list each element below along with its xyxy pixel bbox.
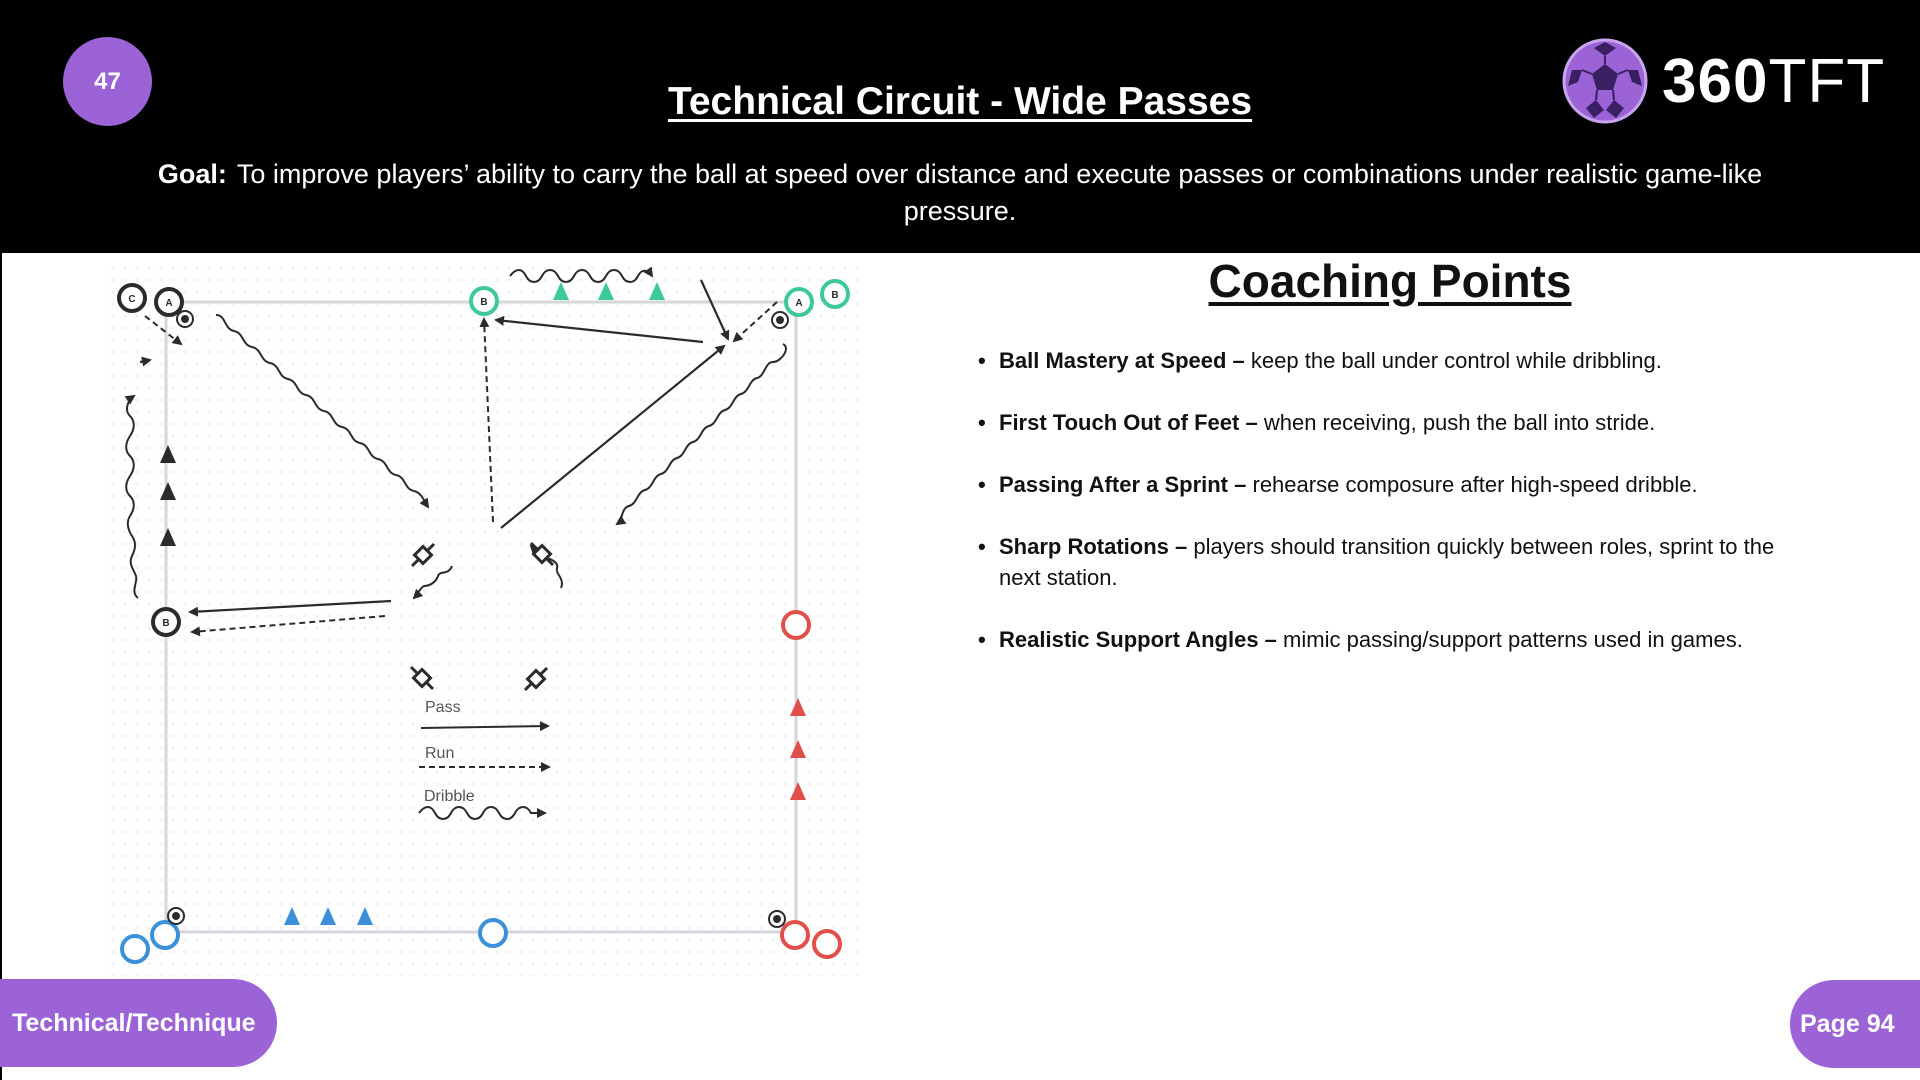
run-arrow <box>479 317 494 523</box>
legend-pass-label: Pass <box>425 699 461 716</box>
cone-red <box>790 740 806 758</box>
mannequin-icon <box>529 541 555 567</box>
dribble-arrow <box>615 343 787 526</box>
soccer-ball-icon <box>1562 38 1648 124</box>
drill-diagram: C A B A B B Pass Run <box>107 262 867 976</box>
player-label: A <box>165 298 172 309</box>
ball-icon <box>167 907 185 925</box>
player-red <box>812 929 842 959</box>
cone-green <box>649 282 665 300</box>
dribble-arrow <box>412 565 453 600</box>
dribble-arrow <box>124 394 139 599</box>
pass-arrow <box>139 356 152 367</box>
dribble-arrow <box>509 266 654 283</box>
player-blue <box>150 920 180 950</box>
list-item: Ball Mastery at Speed – keep the ball un… <box>978 345 1818 376</box>
coaching-point-text: when receiving, push the ball into strid… <box>1263 410 1656 435</box>
coaching-point-label: First Touch Out of Feet – <box>999 410 1258 435</box>
ball-icon <box>771 311 789 329</box>
player-b-black <box>151 607 181 637</box>
pass-arrow <box>699 279 730 341</box>
cone-green <box>598 282 614 300</box>
mannequin-icon <box>409 665 435 691</box>
player-label: C <box>128 294 135 305</box>
player-red <box>780 920 810 950</box>
list-item: Realistic Support Angles – mimic passing… <box>978 624 1818 655</box>
session-number-badge: 47 <box>63 37 152 126</box>
cone-blue <box>320 907 336 925</box>
mannequin-icon <box>523 666 549 692</box>
cone-black <box>160 482 176 500</box>
coaching-point-text: rehearse composure after high-speed drib… <box>1252 472 1698 497</box>
coaching-points-list: Ball Mastery at Speed – keep the ball un… <box>978 345 1818 686</box>
page-border <box>0 253 2 1080</box>
coaching-point-text: keep the ball under control while dribbl… <box>1250 348 1662 373</box>
dribble-arrow <box>215 314 430 509</box>
ball-icon <box>768 910 786 928</box>
coaching-point-label: Sharp Rotations – <box>999 534 1188 559</box>
page-title: Technical Circuit - Wide Passes <box>667 80 1253 123</box>
category-tag: Technical/Technique <box>0 979 277 1067</box>
player-blue <box>478 918 508 948</box>
list-item: Passing After a Sprint – rehearse compos… <box>978 469 1818 500</box>
cone-black <box>160 528 176 546</box>
legend-run-label: Run <box>425 745 454 762</box>
coaching-points-title: Coaching Points <box>1208 255 1572 307</box>
brand-logo: 360TFT <box>1560 36 1890 126</box>
player-b-green <box>469 286 499 316</box>
coaching-point-text: mimic passing/support patterns used in g… <box>1283 627 1743 652</box>
pass-arrow <box>188 599 392 617</box>
run-arrow <box>144 315 183 346</box>
player-blue <box>120 934 150 964</box>
logo-text-bold: 360 <box>1662 47 1769 116</box>
coaching-point-label: Realistic Support Angles – <box>999 627 1277 652</box>
player-c-black <box>117 283 147 313</box>
player-red <box>781 610 811 640</box>
mannequin-icon <box>410 542 436 568</box>
coaching-point-label: Passing After a Sprint – <box>999 472 1247 497</box>
player-label: B <box>831 290 838 301</box>
cone-red <box>790 782 806 800</box>
list-item: Sharp Rotations – players should transit… <box>978 531 1818 593</box>
logo-text-thin: TFT <box>1768 47 1886 116</box>
ball-icon <box>176 310 194 328</box>
cone-black <box>160 445 176 463</box>
coaching-point-label: Ball Mastery at Speed – <box>999 348 1245 373</box>
legend-dribble-line <box>418 806 547 820</box>
header-bar: 47 Technical Circuit - Wide Passes Goal:… <box>0 0 1920 253</box>
brand-logo-text: 360TFT <box>1662 46 1885 117</box>
player-label: B <box>162 618 169 629</box>
player-a-green <box>784 287 814 317</box>
coaching-point-text: players should transition quickly betwee… <box>999 534 1775 590</box>
cone-blue <box>284 907 300 925</box>
diagram-legend: Pass Run Dribble <box>418 699 551 820</box>
list-item: First Touch Out of Feet – when receiving… <box>978 407 1818 438</box>
page-number: Page 94 <box>1790 980 1920 1068</box>
player-label: B <box>480 297 487 308</box>
cone-green <box>553 282 569 300</box>
legend-dribble-label: Dribble <box>424 788 475 805</box>
cones <box>160 282 806 925</box>
cone-blue <box>357 907 373 925</box>
player-b-green-spare <box>820 279 850 309</box>
goal-description: To improve players’ ability to carry the… <box>236 159 1763 226</box>
pass-arrow <box>500 344 726 529</box>
goal-text: Goal: To improve players’ ability to carr… <box>140 156 1780 230</box>
player-a-black <box>154 287 184 317</box>
player-label: A <box>795 298 802 309</box>
cone-red <box>790 698 806 716</box>
legend-pass-line <box>420 721 550 732</box>
goal-label: Goal: <box>157 159 227 189</box>
run-arrow <box>190 615 386 637</box>
pass-arrow <box>494 315 704 344</box>
